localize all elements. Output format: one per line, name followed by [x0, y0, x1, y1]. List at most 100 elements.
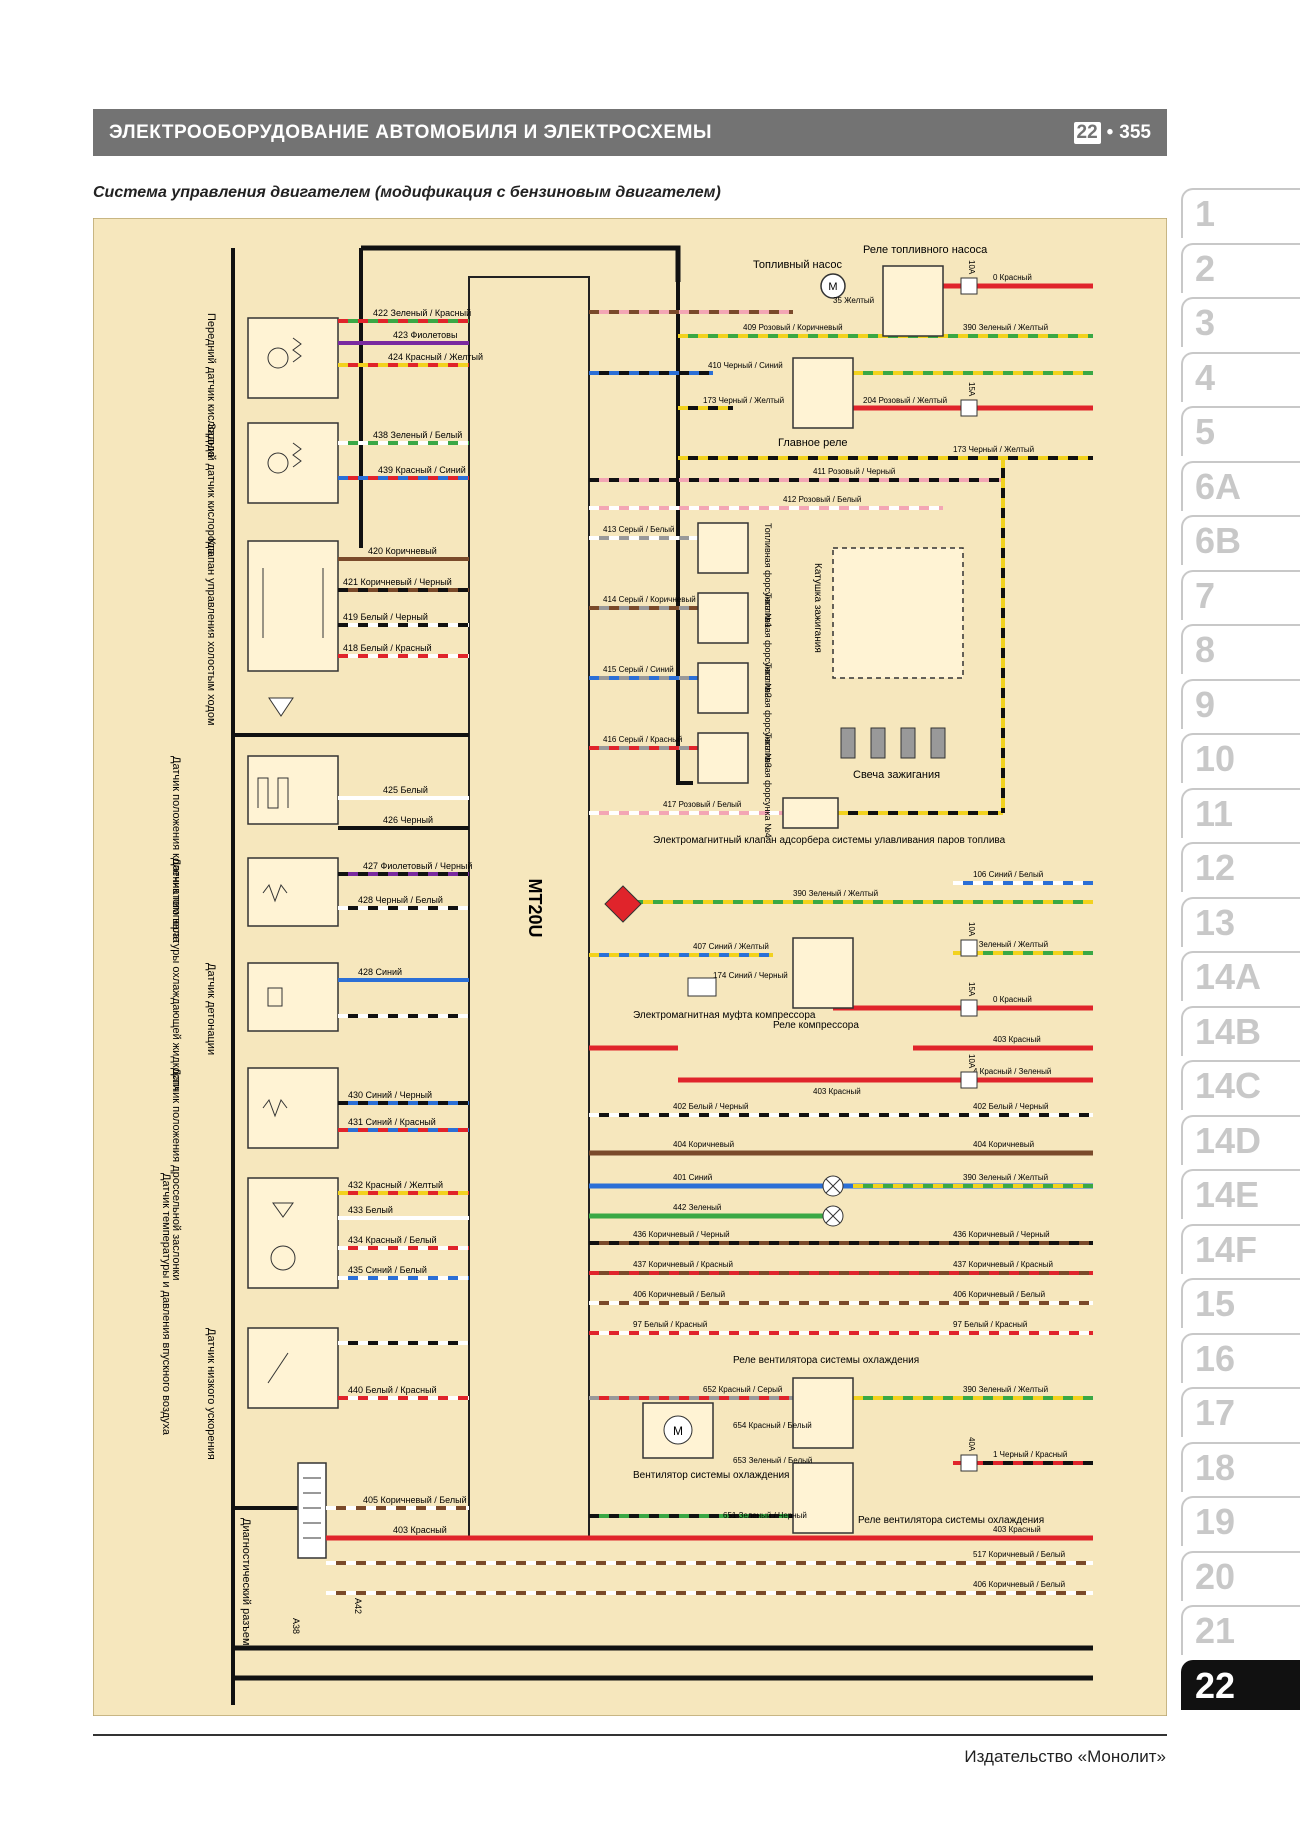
tab-19[interactable]: 19 [1181, 1496, 1300, 1546]
diagnostic-connector [297, 1462, 327, 1559]
wire-label-407: 407 Синий / Желтый [693, 942, 769, 951]
wire-label-406-b: 406 Коричневый / Белый [973, 1580, 1065, 1589]
wire-label-428: 428 Черный / Белый [358, 895, 443, 905]
publisher-footer: Издательство «Монолит» [964, 1747, 1166, 1766]
wire-label-422: 422 Зеленый / Красный [373, 308, 471, 318]
wire-label-204: 204 Розовый / Желтый [863, 396, 947, 405]
wire-label-97-l: 97 Белый / Красный [633, 1320, 707, 1329]
ecu-block [468, 276, 590, 1540]
wire-label-405: 405 Коричневый / Белый [363, 1495, 467, 1505]
wire-label-403-r: 403 Красный [993, 1035, 1041, 1044]
wire-label-406-l: 406 Коричневый / Белый [633, 1290, 725, 1299]
tab-17[interactable]: 17 [1181, 1387, 1300, 1437]
label-fan: Вентилятор системы охлаждения [633, 1470, 789, 1481]
wire-label-652: 652 Красный / Серый [703, 1385, 782, 1394]
wire-label-435: 435 Синий / Белый [348, 1265, 427, 1275]
wire-label-420: 420 Коричневый [368, 546, 437, 556]
wire-label-411: 411 Розовый / Черный [813, 467, 895, 476]
sensor-name-tps: Датчик положения дроссельной заслонки [170, 1068, 182, 1281]
label-compressor-relay: Реле компрессора [773, 1020, 859, 1031]
tab-15[interactable]: 15 [1181, 1278, 1300, 1328]
tab-12[interactable]: 12 [1181, 842, 1300, 892]
canister-valve [782, 797, 839, 829]
tab-16[interactable]: 16 [1181, 1332, 1300, 1383]
wire-label-406-r: 406 Коричневый / Белый [953, 1290, 1045, 1299]
pin-a42: A42 [353, 1598, 363, 1614]
wire-label-173: 173 Черный / Желтый [703, 396, 784, 405]
tab-21[interactable]: 21 [1181, 1605, 1300, 1655]
label-injector-3: Топливная форсунка №3 [763, 663, 773, 768]
wire-label-426: 426 Черный [383, 815, 433, 825]
wire-label-403-mid: 403 Красный [813, 1087, 861, 1096]
fuel-pump-relay [882, 265, 944, 337]
tab-7[interactable]: 7 [1181, 569, 1300, 620]
ecu-label: MT20U [525, 878, 545, 937]
wire-label-425: 425 Белый [383, 785, 428, 795]
wire-label-654: 654 Красный / Белый [733, 1421, 812, 1430]
wire-label-434: 434 Красный / Белый [348, 1235, 437, 1245]
fuel-pump: M [820, 273, 846, 299]
tab-14d[interactable]: 14D [1181, 1114, 1300, 1165]
ground-symbol-ac [604, 885, 642, 923]
tab-14e[interactable]: 14E [1181, 1169, 1300, 1219]
wire-label-651: 651 Зеленый / Черный [723, 1511, 807, 1520]
wire-label-390-d: 390 Зеленый / Желтый [963, 1173, 1048, 1182]
left-wires [233, 319, 1093, 1681]
tab-22-active[interactable]: 22 [1181, 1659, 1300, 1710]
tab-6a[interactable]: 6A [1181, 460, 1300, 511]
tab-2[interactable]: 2 [1181, 242, 1300, 293]
fuse-40a: 40A [967, 1437, 976, 1452]
tab-11[interactable]: 11 [1181, 787, 1300, 838]
fuse-15a-1: 15A [967, 382, 976, 397]
tab-3[interactable]: 3 [1181, 297, 1300, 347]
wire-label-35: 35 Желтый [833, 296, 874, 305]
rear-o2-sensor [247, 422, 339, 504]
sensor-name-front-o2: Передний датчик кислорода [205, 313, 217, 458]
tab-14f[interactable]: 14F [1181, 1223, 1300, 1274]
wire-label-412: 412 Розовый / Белый [783, 495, 861, 504]
low-accel-sensor [247, 1327, 339, 1409]
wire-label-403-bottom: 403 Красный [393, 1525, 447, 1535]
tab-4[interactable]: 4 [1181, 351, 1300, 402]
tab-8[interactable]: 8 [1181, 624, 1300, 674]
wire-label-1: 1 Черный / Красный [993, 1450, 1067, 1459]
tab-18[interactable]: 18 [1181, 1441, 1300, 1492]
warning-lamps [822, 1175, 844, 1227]
tab-14a[interactable]: 14A [1181, 951, 1300, 1001]
label-ignition-coil: Катушка зажигания [812, 563, 823, 653]
tab-13[interactable]: 13 [1181, 896, 1300, 947]
wire-label-423: 423 Фиолетовы [393, 330, 457, 340]
tab-5[interactable]: 5 [1181, 406, 1300, 456]
wire-label-436-r: 436 Коричневый / Черный [953, 1230, 1050, 1239]
tab-1[interactable]: 1 [1181, 188, 1300, 238]
fuse-10a-2: 10A [967, 922, 976, 937]
wire-label-413: 413 Серый / Белый [603, 525, 674, 534]
tab-20[interactable]: 20 [1181, 1550, 1300, 1601]
tab-10[interactable]: 10 [1181, 733, 1300, 783]
svg-text:M: M [673, 1424, 683, 1438]
tab-6b[interactable]: 6B [1181, 515, 1300, 565]
label-injector-2: Топливная форсунка №2 [763, 593, 773, 698]
ground-bus-top [361, 245, 681, 282]
injectors [697, 522, 749, 784]
wire-label-517: 517 Коричневый / Белый [973, 1550, 1065, 1559]
wire-label-106: 106 Синий / Белый [973, 870, 1043, 879]
tab-14b[interactable]: 14B [1181, 1005, 1300, 1056]
wire-label-417: 417 Розовый / Белый [663, 800, 741, 809]
sensor-name-map-iat: Датчик температуры и давления впускного … [160, 1173, 172, 1436]
wire-label-404-l: 404 Коричневый [673, 1140, 734, 1149]
wiring-diagram: MT20U [93, 218, 1167, 1716]
label-injector-4: Топливная форсунка №4 [763, 733, 773, 838]
diagnostic-connector-name: Диагностический разъем [240, 1518, 252, 1646]
compressor-clutch [687, 977, 717, 997]
label-canister-valve: Электромагнитный клапан адсорбера систем… [653, 834, 1006, 846]
crank-sensor [247, 755, 339, 825]
wire-label-0r: 0 Красный [993, 273, 1032, 282]
wire-label-402-r: 402 Белый / Черный [973, 1102, 1048, 1111]
wire-label-415: 415 Серый / Синий [603, 665, 674, 674]
wire-label-97-r: 97 Белый / Красный [953, 1320, 1027, 1329]
tab-9[interactable]: 9 [1181, 678, 1300, 729]
tab-14c[interactable]: 14C [1181, 1060, 1300, 1110]
page-bullet: • [1106, 121, 1114, 143]
diagram-caption: Система управления двигателем (модификац… [93, 184, 721, 201]
